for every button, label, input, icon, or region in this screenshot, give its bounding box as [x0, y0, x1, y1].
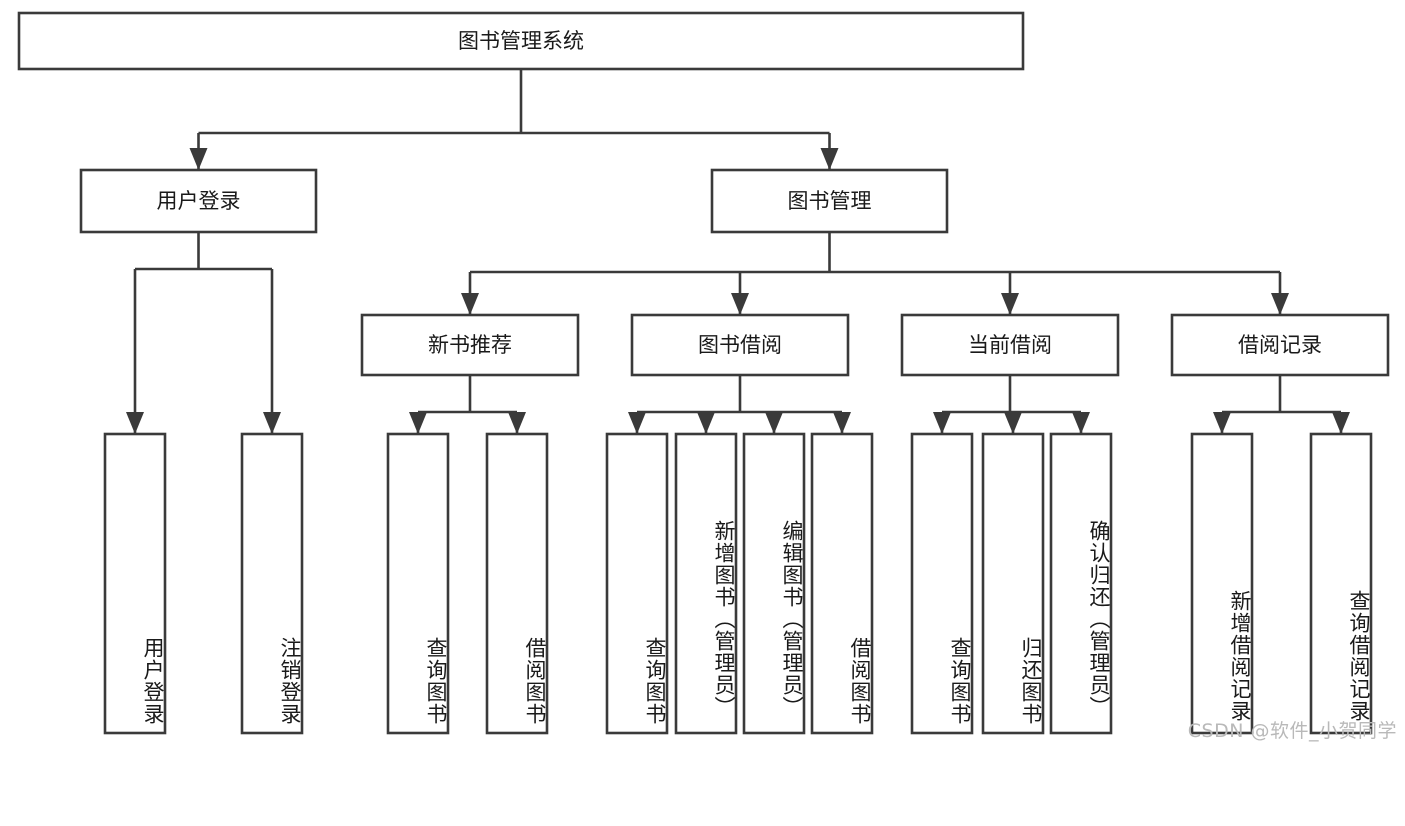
node-level1-label-1: 图书管理	[788, 189, 872, 213]
arrow-head-icon	[820, 148, 839, 170]
arrow-head-icon	[409, 412, 427, 434]
arrow-head-icon	[189, 148, 208, 170]
node-leaf-7[interactable]	[810, 432, 874, 735]
node-leaf-1[interactable]	[240, 432, 304, 735]
node-level2-label-0: 新书推荐	[428, 333, 512, 357]
node-leaf-11[interactable]	[1190, 432, 1254, 735]
arrow-head-icon	[697, 412, 715, 434]
arrow-head-icon	[1213, 412, 1231, 434]
node-leaf-8[interactable]	[910, 432, 974, 735]
node-leaf-9[interactable]	[981, 432, 1045, 735]
node-level2-label-1: 图书借阅	[698, 333, 782, 357]
arrow-head-icon	[1072, 412, 1090, 434]
arrow-head-icon	[628, 412, 646, 434]
node-leaf-2[interactable]	[386, 432, 450, 735]
node-level2-0[interactable]	[360, 313, 580, 377]
arrow-head-icon	[461, 293, 479, 315]
arrow-head-icon	[1001, 293, 1019, 315]
arrow-head-icon	[731, 293, 749, 315]
node-root-label: 图书管理系统	[458, 29, 584, 53]
node-leaf-6[interactable]	[742, 432, 806, 735]
arrow-head-icon	[933, 412, 951, 434]
node-level2-1[interactable]	[630, 313, 850, 377]
box-layer	[17, 11, 1390, 735]
arrow-head-icon	[1332, 412, 1350, 434]
node-leaf-5[interactable]	[674, 432, 738, 735]
arrow-head-icon	[1271, 293, 1289, 315]
arrow-head-icon	[126, 412, 144, 434]
node-level1-1[interactable]	[710, 168, 949, 234]
node-leaf-10[interactable]	[1049, 432, 1113, 735]
node-level1-label-0: 用户登录	[157, 189, 241, 213]
node-level2-3[interactable]	[1170, 313, 1390, 377]
connector-layer	[126, 69, 1350, 434]
arrow-head-icon	[833, 412, 851, 434]
arrow-head-icon	[508, 412, 526, 434]
node-leaf-3[interactable]	[485, 432, 549, 735]
node-level2-label-3: 借阅记录	[1238, 333, 1322, 357]
node-leaf-12[interactable]	[1309, 432, 1373, 735]
arrow-head-icon	[1004, 412, 1022, 434]
watermark: CSDN @软件_小贺同学	[1187, 720, 1397, 742]
arrow-head-icon	[263, 412, 281, 434]
node-root-图书管理系统[interactable]	[17, 11, 1025, 71]
node-level2-label-2: 当前借阅	[968, 333, 1052, 357]
arrow-head-icon	[765, 412, 783, 434]
node-level1-0[interactable]	[79, 168, 318, 234]
node-leaf-4[interactable]	[605, 432, 669, 735]
node-level2-2[interactable]	[900, 313, 1120, 377]
node-leaf-0[interactable]	[103, 432, 167, 735]
functional-structure-diagram: 图书管理系统用户登录图书管理新书推荐图书借阅当前借阅借阅记录 用户登录注销登录查…	[17, 11, 1397, 742]
